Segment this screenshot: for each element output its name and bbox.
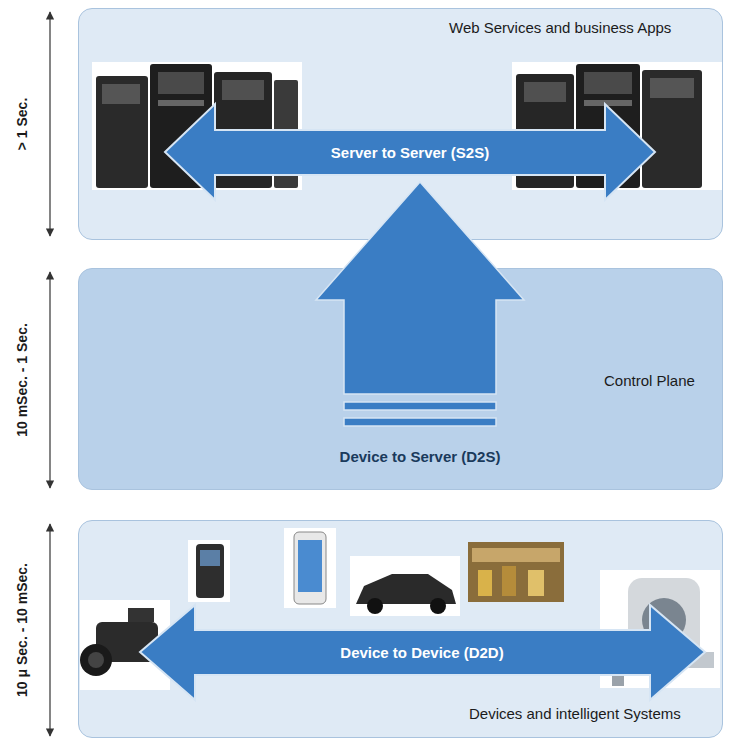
band-title: Devices and intelligent Systems (469, 705, 681, 722)
arrow-label: Device to Device (D2D) (340, 644, 503, 661)
time-arrow (49, 272, 50, 488)
band-title: Control Plane (604, 372, 695, 389)
time-scale: 10 mSec. - 1 Sec. (14, 323, 30, 437)
s2s-arrow (165, 104, 655, 200)
band-title: Web Services and business Apps (449, 19, 671, 36)
time-scale: > 1 Sec. (14, 98, 30, 151)
arrow-label: Device to Server (D2S) (340, 448, 501, 465)
time-arrow (49, 524, 50, 736)
arrow-label: Server to Server (S2S) (331, 144, 489, 161)
up-arrow (316, 182, 524, 426)
d2d-arrow (140, 605, 705, 700)
time-scale: 10 μ Sec. - 10 mSec. (14, 563, 30, 697)
time-arrow (49, 12, 50, 236)
